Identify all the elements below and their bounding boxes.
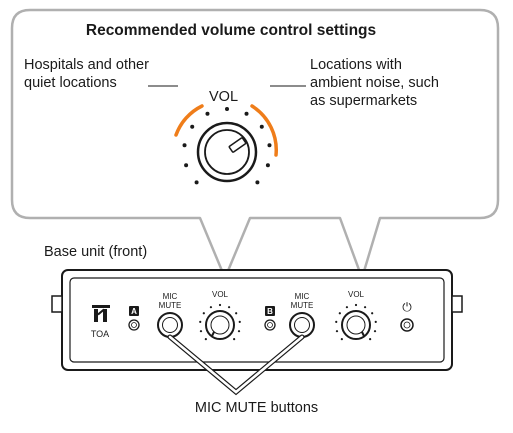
scale-dot [204, 338, 207, 341]
scale-dot [225, 107, 229, 111]
scale-dot [199, 320, 202, 323]
mic-mute-buttons-label: MIC MUTE buttons [194, 400, 319, 416]
vol-a-label: VOL [212, 290, 229, 299]
channel-b-badge-label: B [267, 307, 273, 316]
quiet-locations-note: Hospitals and other quiet locations [24, 56, 149, 92]
scale-dot [209, 306, 213, 309]
power-icon: ⏻ [402, 300, 412, 314]
channel-a-badge [129, 306, 139, 316]
mic-mute-b-label-line1: MIC [295, 292, 310, 301]
knob-scale-dots [182, 107, 272, 185]
scale-dot [184, 163, 189, 168]
noisy-locations-note: Locations with ambient noise, such as su… [310, 56, 439, 110]
scale-dot [354, 303, 358, 307]
scale-dot [238, 320, 241, 323]
scale-dot [363, 306, 367, 309]
callout-title: Recommended volume control settings [85, 22, 377, 39]
scale-dot [202, 312, 205, 315]
quiet-range-arc [174, 104, 204, 137]
scale-dot [218, 303, 222, 307]
mic-mute-a-label-line1: MIC [163, 292, 178, 301]
scale-dot [259, 124, 264, 129]
scale-dot [335, 330, 339, 333]
vol-a-knob-icon[interactable] [199, 303, 241, 341]
scale-dot [267, 143, 272, 148]
scale-dot [338, 312, 341, 315]
mic-mute-pointer-lines [167, 334, 305, 396]
scale-dot [244, 111, 249, 116]
scale-dot [373, 330, 377, 333]
scale-dot [190, 124, 195, 129]
scale-dot [340, 338, 343, 341]
vol-a-scale-dots [199, 303, 241, 341]
noisy-note-line-2: ambient noise, such [310, 75, 439, 91]
large-volume-knob-icon [182, 107, 272, 185]
mic-mute-b-button[interactable] [289, 312, 315, 338]
channel-a-badge-label: A [131, 307, 137, 316]
mic-mute-b-label-line2: MUTE [291, 301, 314, 310]
scale-dot [265, 163, 270, 168]
scale-dot [345, 306, 349, 309]
vol-b-knob-icon[interactable] [335, 303, 377, 341]
scale-dot [237, 330, 241, 333]
right-side-tab [451, 295, 463, 313]
scale-dot [255, 180, 260, 185]
vol-b-label: VOL [348, 290, 365, 299]
scale-dot [233, 338, 236, 341]
scale-dot [182, 143, 187, 148]
toa-logo-icon [92, 305, 110, 322]
front-panel [69, 277, 445, 363]
scale-dot [205, 111, 210, 116]
brand-text: TOA [91, 329, 109, 339]
base-unit-label: Base unit (front) [44, 244, 148, 260]
left-side-tab [51, 295, 63, 313]
vol-b-scale-dots [335, 303, 377, 341]
noisy-note-line-3: as supermarkets [310, 93, 418, 109]
scale-dot [371, 312, 374, 315]
large-knob-label: VOL [209, 89, 239, 105]
scale-dot [374, 320, 377, 323]
channel-b-badge [265, 306, 275, 316]
scale-dot [227, 306, 231, 309]
noisy-range-arc [250, 104, 278, 157]
scale-dot [369, 338, 372, 341]
scale-dot [235, 312, 238, 315]
noisy-note-line-1: Locations with [310, 57, 402, 73]
quiet-note-line-2: quiet locations [24, 75, 117, 91]
scale-dot [194, 180, 199, 185]
scale-dot [199, 330, 203, 333]
scale-dot [335, 320, 338, 323]
mic-mute-a-button[interactable] [157, 312, 183, 338]
mic-mute-a-label-line2: MUTE [159, 301, 182, 310]
quiet-note-line-1: Hospitals and other [24, 57, 149, 73]
